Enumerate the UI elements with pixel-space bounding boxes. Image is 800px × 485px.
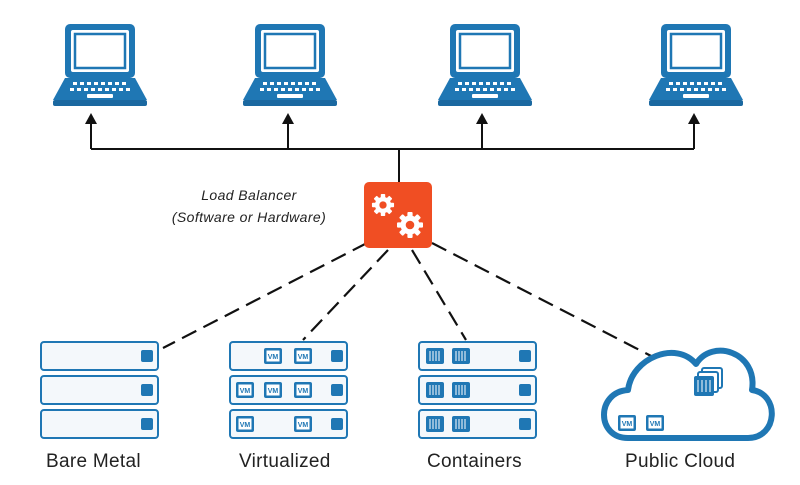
backend-connectors bbox=[162, 242, 656, 359]
label-containers: Containers bbox=[427, 451, 522, 472]
arrowhead-client-4 bbox=[688, 113, 700, 124]
laptop-icon bbox=[647, 22, 745, 108]
client-connectors bbox=[90, 122, 695, 182]
dashed-link-containers bbox=[411, 249, 467, 341]
arrowhead-client-3 bbox=[476, 113, 488, 124]
label-public-cloud: Public Cloud bbox=[625, 451, 736, 472]
vm-badge-label: VM bbox=[298, 354, 309, 361]
gear-icon bbox=[371, 193, 395, 217]
arrowhead-client-1 bbox=[85, 113, 97, 124]
vm-badge-label: VM bbox=[298, 388, 309, 395]
cloud-icon: VM VM bbox=[601, 347, 775, 441]
vm-badge-label: VM bbox=[622, 421, 633, 428]
load-balancer-box bbox=[364, 182, 432, 248]
label-bare-metal: Bare Metal bbox=[46, 451, 141, 472]
vm-badge-label: VM bbox=[268, 354, 279, 361]
dashed-link-virtualized bbox=[302, 249, 389, 341]
dashed-link-bare-metal bbox=[162, 242, 368, 349]
laptop-icon bbox=[436, 22, 534, 108]
vm-badge-label: VM bbox=[268, 388, 279, 395]
vm-badge-label: VM bbox=[240, 422, 251, 429]
vm-badge-label: VM bbox=[650, 421, 661, 428]
load-balancer-label: Load Balancer (Software or Hardware) bbox=[150, 184, 348, 228]
connector-arrowheads bbox=[85, 113, 700, 124]
label-virtualized: Virtualized bbox=[239, 451, 331, 472]
laptop-icon bbox=[51, 22, 149, 108]
server-rack-icon bbox=[40, 341, 159, 439]
gear-icon bbox=[397, 212, 423, 238]
container-stack-icon bbox=[694, 367, 723, 396]
vm-badge-label: VM bbox=[298, 422, 309, 429]
vm-server-icon: VM VM VM VM VM VM VM bbox=[229, 341, 348, 439]
dashed-link-public-cloud bbox=[431, 242, 656, 359]
load-balancer-title: Load Balancer bbox=[201, 187, 297, 203]
vm-badge-label: VM bbox=[240, 388, 251, 395]
laptop-icon bbox=[241, 22, 339, 108]
container-server-icon bbox=[418, 341, 537, 439]
load-balancer-subtitle: (Software or Hardware) bbox=[171, 209, 327, 225]
arrowhead-client-2 bbox=[282, 113, 294, 124]
